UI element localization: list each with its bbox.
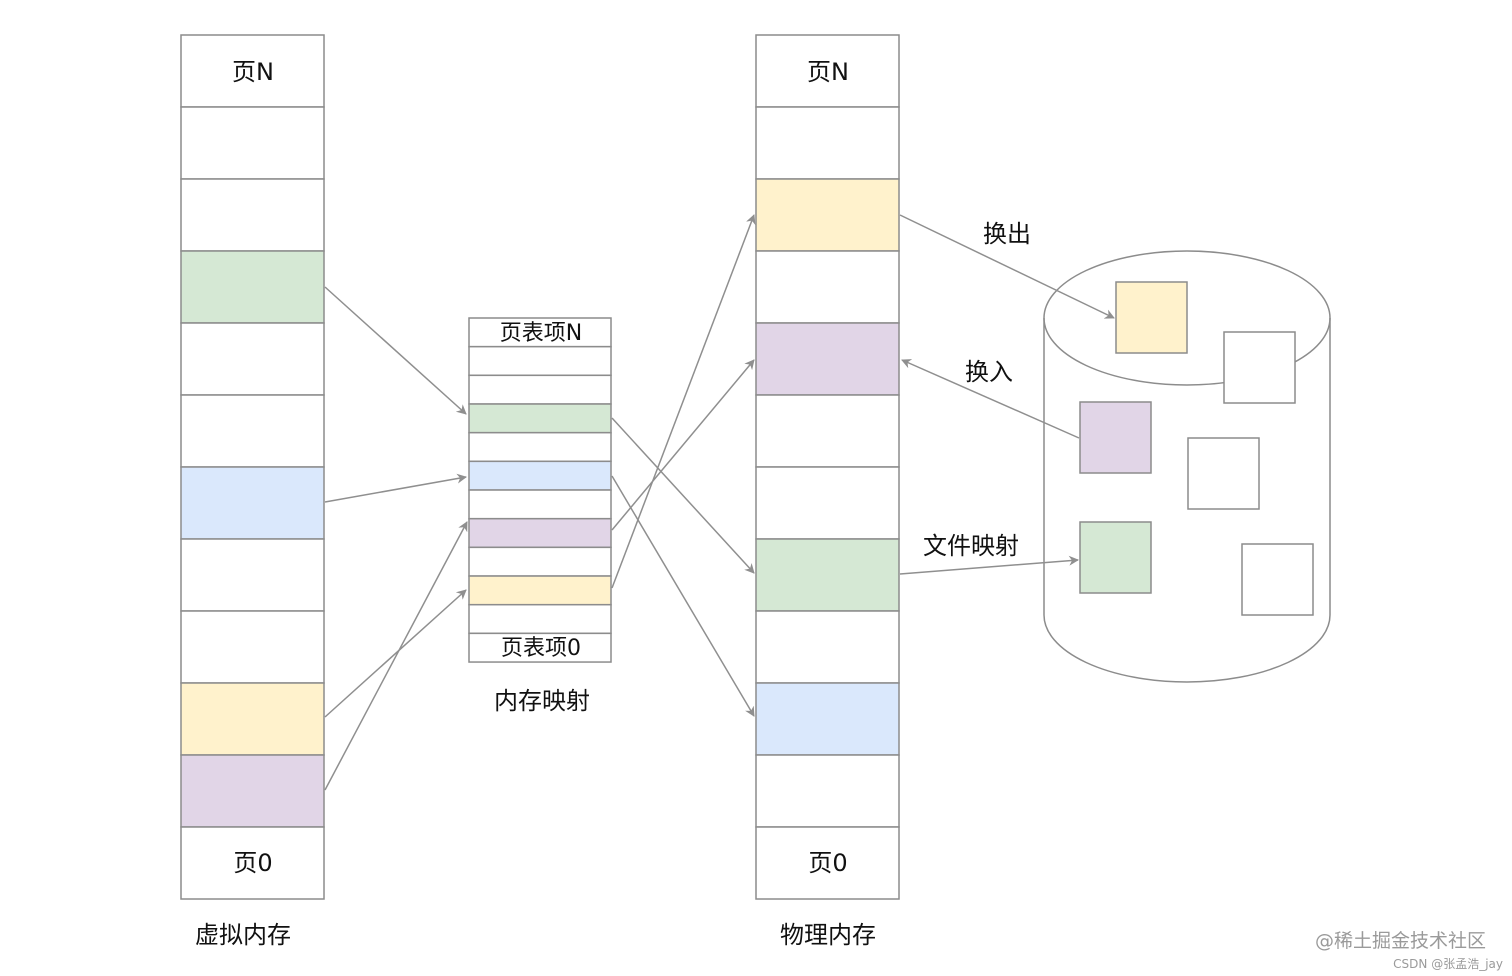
swap-out-label: 换出	[983, 220, 1031, 248]
pte-bottom-label: 页表项0	[501, 636, 581, 661]
pte-cell-empty	[468, 345, 612, 377]
vm-cell-empty	[180, 610, 325, 684]
disk-cylinder	[1043, 250, 1331, 683]
file-mapping-label: 文件映射	[923, 532, 1019, 560]
disk-blocks	[1079, 281, 1314, 616]
vm-cell-empty	[180, 106, 325, 180]
arrow-file-mapping	[899, 555, 1079, 575]
pte-cell-label-bottom	[468, 632, 612, 663]
arrow-vm-blue-to-pte	[324, 473, 467, 503]
arrow-vm-yellow-to-pte	[324, 589, 467, 718]
physical-memory-column	[755, 34, 900, 900]
pm-cell-blue	[755, 682, 900, 756]
arrow-pte-yellow-to-pm	[611, 214, 756, 589]
arrow-vm-green-to-pte	[324, 286, 467, 415]
pm-cell-empty	[755, 610, 900, 684]
pte-cell-purple	[468, 517, 612, 549]
pm-bottom-label: 页0	[808, 849, 847, 877]
mapping-arrows	[324, 214, 1115, 791]
vm-cell-empty	[180, 538, 325, 612]
virtual-memory-column	[180, 34, 325, 900]
vm-cell-yellow	[180, 682, 325, 756]
pm-cell-purple	[755, 322, 900, 396]
pte-cell-empty	[468, 546, 612, 577]
watermark-author: CSDN @张孟浩_jay	[1393, 957, 1503, 971]
pm-cell-empty	[755, 394, 900, 468]
vm-cell-blue	[180, 466, 325, 540]
swap-in-label: 换入	[965, 358, 1013, 386]
pm-cell-empty	[755, 250, 900, 324]
physical-memory-caption: 物理内存	[780, 921, 876, 949]
pte-cell-empty	[468, 489, 612, 520]
pte-cell-green	[468, 403, 612, 434]
pm-cell-empty	[755, 466, 900, 540]
watermark-site: @稀土掘金技术社区	[1315, 930, 1486, 952]
vm-cell-empty	[180, 394, 325, 468]
arrow-pte-green-to-pm	[611, 417, 755, 574]
memory-mapping-caption: 内存映射	[494, 687, 590, 715]
arrow-pte-purple-to-pm	[611, 359, 755, 531]
vm-cell-green	[180, 250, 325, 324]
disk-block-empty	[1223, 331, 1296, 404]
pm-top-label: 页N	[807, 58, 849, 86]
arrow-vm-purple-to-pte	[324, 521, 468, 791]
pm-cell-label-bottom	[755, 826, 900, 900]
pm-cell-empty	[755, 754, 900, 828]
arrow-swap-in	[901, 359, 1080, 439]
virtual-memory-caption: 虚拟内存	[195, 921, 291, 949]
pm-cell-yellow	[755, 178, 900, 252]
arrow-swap-out	[899, 214, 1115, 319]
vm-cell-empty	[180, 178, 325, 252]
pte-cell-blue	[468, 460, 612, 491]
disk-block-empty	[1187, 437, 1260, 510]
pte-cell-empty	[468, 374, 612, 405]
pm-cell-empty	[755, 106, 900, 180]
vm-bottom-label: 页0	[233, 849, 272, 877]
page-table	[468, 317, 612, 663]
pte-cell-empty	[468, 431, 612, 463]
disk-block-green	[1079, 521, 1152, 594]
pm-cell-green	[755, 538, 900, 612]
disk-block-yellow	[1115, 281, 1188, 354]
arrow-pte-blue-to-pm	[611, 475, 755, 717]
vm-cell-label-bottom	[180, 826, 325, 900]
disk-block-empty	[1241, 543, 1314, 616]
vm-cell-label-top	[180, 34, 325, 108]
pte-cell-empty	[468, 603, 612, 635]
pte-cell-yellow	[468, 575, 612, 606]
disk-block-purple	[1079, 401, 1152, 474]
vm-top-label: 页N	[232, 58, 274, 86]
vm-cell-purple	[180, 754, 325, 828]
vm-cell-empty	[180, 322, 325, 396]
pte-top-label: 页表项N	[500, 321, 582, 346]
